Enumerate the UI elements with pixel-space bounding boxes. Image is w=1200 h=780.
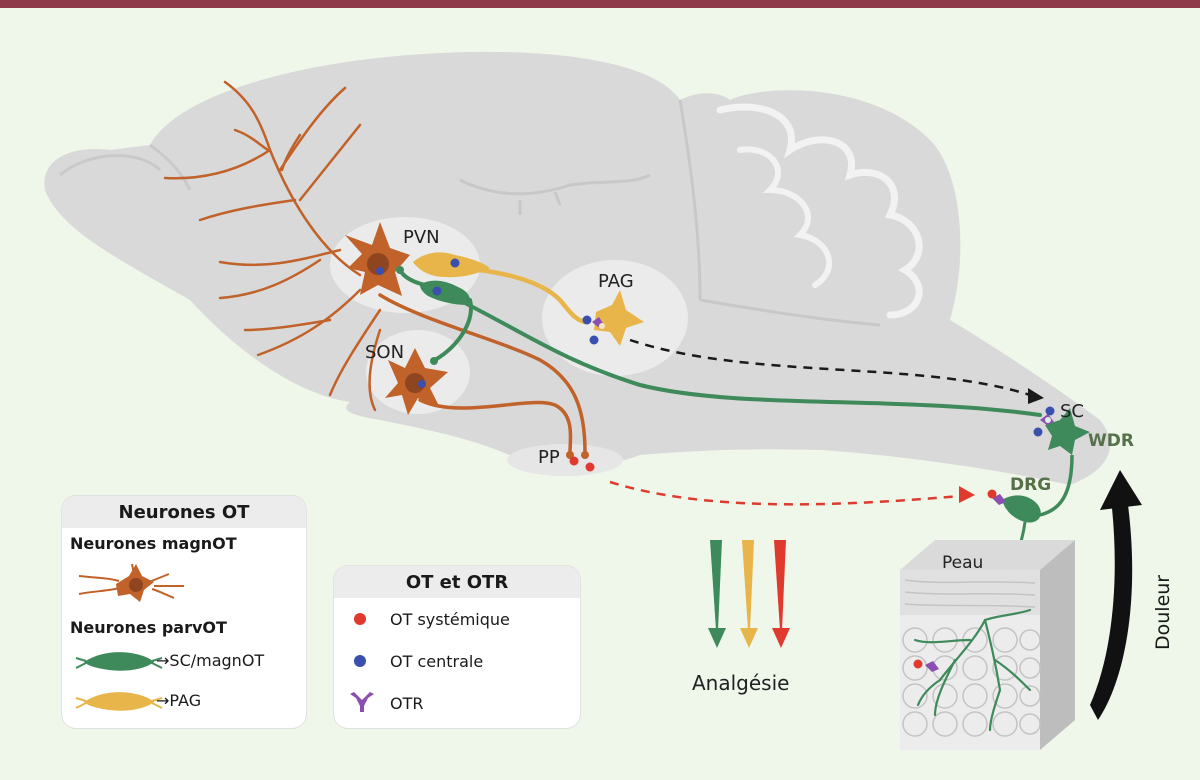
sc-label: SC bbox=[1060, 401, 1084, 422]
pvn-green-parvot-neuron bbox=[396, 266, 470, 365]
legend-otr-title: OT et OTR bbox=[334, 566, 580, 598]
son-label: SON bbox=[365, 342, 404, 363]
douleur-label: Douleur bbox=[1152, 574, 1174, 650]
wdr-neuron bbox=[1033, 406, 1090, 455]
pag-neuron bbox=[582, 290, 644, 346]
pag-to-sc-arrow bbox=[629, 338, 1044, 404]
wdr-label: WDR bbox=[1088, 431, 1134, 451]
ot-systemic-dot-icon bbox=[354, 613, 366, 625]
analgesia-arrows bbox=[708, 540, 790, 648]
drg-label: DRG bbox=[1010, 475, 1051, 495]
legend-magn-title: Neurones magnOT bbox=[70, 534, 237, 553]
legend-ot-central: OT centrale bbox=[390, 652, 484, 671]
ot-central-dot-icon bbox=[354, 655, 366, 667]
peau-label: Peau bbox=[942, 553, 983, 573]
pvn-label: PVN bbox=[403, 227, 440, 248]
legend-yellow-target: →PAG bbox=[156, 691, 202, 710]
magnot-to-pp-axons bbox=[378, 293, 587, 454]
pp-ot-systemic-dot bbox=[569, 456, 579, 466]
legend-ot-title: Neurones OT bbox=[62, 496, 306, 528]
legend-ot-otr: OT et OTR OT systémique OT centrale OTR bbox=[334, 566, 580, 728]
analgesie-label: Analgésie bbox=[692, 671, 789, 695]
legend-otr: OTR bbox=[390, 694, 424, 713]
pag-label: PAG bbox=[598, 271, 634, 292]
legend-parv-yellow-icon bbox=[75, 692, 163, 711]
legend-parv-title: Neurones parvOT bbox=[70, 618, 227, 637]
legend-green-target: →SC/magnOT bbox=[156, 651, 265, 670]
legend-otr-markers bbox=[350, 613, 374, 712]
pp-to-drg-arrow bbox=[609, 480, 975, 506]
son-magnot-neuron bbox=[385, 348, 448, 415]
pvn-magnot-neuron bbox=[345, 222, 410, 296]
skin-block bbox=[900, 540, 1075, 750]
pp-ot-systemic-dot bbox=[585, 462, 595, 472]
legend-parv-green-icon bbox=[75, 652, 163, 671]
pain-arrow bbox=[1090, 470, 1142, 720]
pp-label: PP bbox=[538, 447, 560, 468]
header-bar bbox=[0, 0, 1200, 8]
legend-ot-systemic: OT systémique bbox=[390, 610, 510, 629]
pvn-yellow-parvot-neuron bbox=[413, 252, 490, 278]
magnot-axon-arbor bbox=[163, 80, 382, 412]
otr-receptor-icon bbox=[350, 692, 374, 712]
legend-ot-neurons: Neurones OT Neurones magnOT Neurones par… bbox=[62, 496, 306, 728]
legend-magn-icon bbox=[78, 563, 184, 602]
